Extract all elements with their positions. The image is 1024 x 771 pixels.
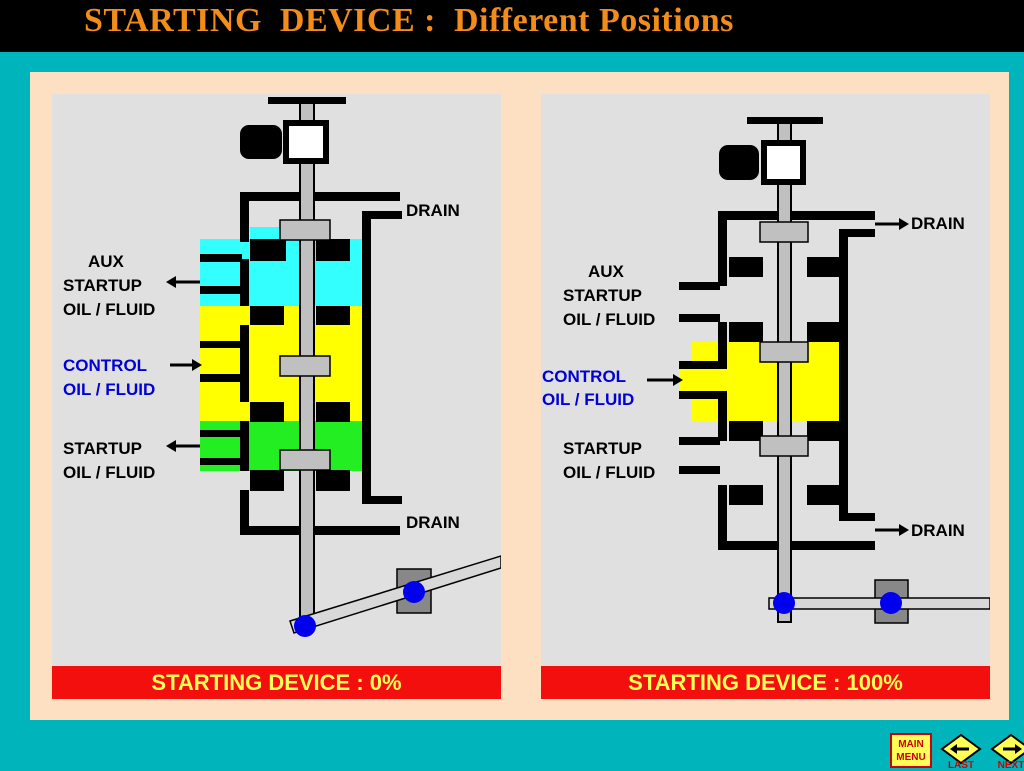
main-menu-icon bbox=[890, 733, 932, 768]
linkage-pivot-icon bbox=[880, 592, 902, 614]
valve-lands bbox=[729, 257, 839, 505]
control-fluid-chamber bbox=[679, 342, 839, 421]
spool-pivot-icon bbox=[294, 615, 316, 637]
label-control-1: CONTROL bbox=[63, 356, 147, 375]
label-drain-bottom: DRAIN bbox=[406, 513, 460, 532]
next-label: NEXT bbox=[997, 760, 1024, 771]
label-startup-2: OIL / FLUID bbox=[63, 463, 155, 482]
panel-starting-device-100: DRAIN DRAIN AUX STARTUP OIL / FLUID CONT… bbox=[541, 94, 990, 699]
actuator-head bbox=[719, 117, 823, 185]
label-aux-2: STARTUP bbox=[63, 276, 142, 295]
panel-starting-device-0: DRAIN DRAIN AUX STARTUP OIL / FLUID CONT… bbox=[52, 94, 501, 699]
flow-arrows bbox=[647, 218, 909, 536]
label-drain-top: DRAIN bbox=[911, 214, 965, 233]
valve-diagram-100: DRAIN DRAIN AUX STARTUP OIL / FLUID CONT… bbox=[542, 117, 990, 624]
page-title: STARTING DEVICE : Different Positions bbox=[84, 2, 734, 39]
label-aux-3: OIL / FLUID bbox=[563, 310, 655, 329]
label-control-2: OIL / FLUID bbox=[63, 380, 155, 399]
valve-spool bbox=[279, 100, 331, 618]
flow-arrows bbox=[166, 276, 202, 452]
last-button[interactable]: LAST bbox=[940, 733, 982, 771]
valve-housing bbox=[718, 211, 875, 550]
arrow-left-icon bbox=[940, 733, 982, 765]
linkage-pivot-icon bbox=[403, 581, 425, 603]
main-menu-label-1: MAIN bbox=[898, 739, 924, 750]
main-menu-button[interactable]: MAIN MENU bbox=[890, 733, 932, 768]
valve-diagram-0: DRAIN DRAIN AUX STARTUP OIL / FLUID CONT… bbox=[63, 97, 501, 637]
label-startup-1: STARTUP bbox=[563, 439, 642, 458]
valve-spool bbox=[759, 121, 809, 623]
spool-pivot-icon bbox=[773, 592, 795, 614]
main-menu-label-2: MENU bbox=[896, 752, 926, 763]
caption-0: STARTING DEVICE : 0% bbox=[52, 666, 501, 699]
caption-100: STARTING DEVICE : 100% bbox=[541, 666, 990, 699]
valve-housing bbox=[240, 192, 402, 535]
nav-buttons: MAIN MENU LAST NEXT bbox=[888, 733, 1024, 771]
label-control-2: OIL / FLUID bbox=[542, 390, 634, 409]
valve-lands bbox=[250, 239, 350, 491]
label-aux-2: STARTUP bbox=[563, 286, 642, 305]
label-control-1: CONTROL bbox=[542, 367, 626, 386]
next-button[interactable]: NEXT bbox=[990, 733, 1024, 771]
last-label: LAST bbox=[947, 760, 975, 771]
label-drain-bottom: DRAIN bbox=[911, 521, 965, 540]
port-lines bbox=[679, 282, 720, 474]
linkage bbox=[289, 555, 501, 637]
label-startup-2: OIL / FLUID bbox=[563, 463, 655, 482]
actuator-head bbox=[240, 97, 346, 164]
label-aux-1: AUX bbox=[88, 252, 125, 271]
title-bar: STARTING DEVICE : Different Positions bbox=[0, 0, 1024, 52]
label-aux-3: OIL / FLUID bbox=[63, 300, 155, 319]
label-startup-1: STARTUP bbox=[63, 439, 142, 458]
linkage bbox=[768, 579, 990, 624]
port-lines bbox=[200, 254, 242, 465]
label-aux-1: AUX bbox=[588, 262, 625, 281]
label-drain-top: DRAIN bbox=[406, 201, 460, 220]
